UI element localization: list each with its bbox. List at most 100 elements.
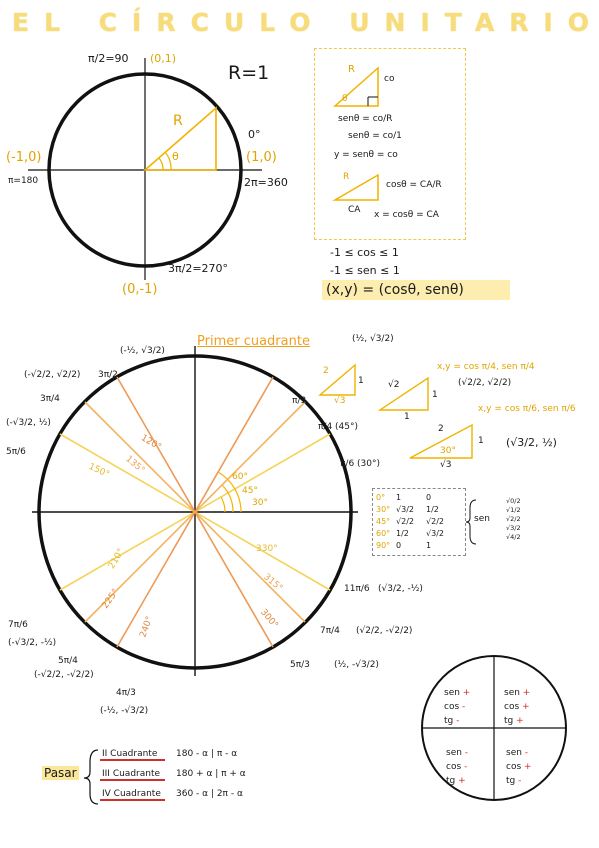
pasar-rows: II Cuadrante 180 - α | π - α III Cuadrante… xyxy=(102,744,246,804)
label-p-0m1: (0,-1) xyxy=(122,282,158,297)
arc-45 xyxy=(221,484,234,513)
tri1-2: 2 xyxy=(323,366,329,376)
sign-symbol: + xyxy=(522,688,531,698)
def-triangle-1 xyxy=(333,66,379,107)
table-cell: 60° xyxy=(376,529,391,538)
sign-func: cos xyxy=(446,762,465,772)
tri3-1: 1 xyxy=(478,436,484,446)
def-sen3: y = senθ = co xyxy=(334,150,398,160)
label-top-theta: θ xyxy=(172,150,179,163)
signs-q3: sen -cos -tg + xyxy=(446,746,468,788)
sign-func: tg xyxy=(446,776,459,786)
sen-value: √3/2 xyxy=(506,524,521,532)
pasar-formula: 180 - α | π - α xyxy=(176,749,238,759)
signs-q1: sen +cos +tg + xyxy=(504,686,530,728)
label-2pi3: 3π/2 xyxy=(98,370,118,380)
tri1-1: 1 xyxy=(358,376,364,386)
def-theta: θ xyxy=(342,94,348,104)
label-p-m10: (-1,0) xyxy=(6,150,42,165)
label-3pi-half: 3π/2=270° xyxy=(168,262,229,275)
top-triangle xyxy=(142,106,217,171)
label-pi3: π/3 xyxy=(292,396,307,406)
table-row: 45°√2/2√2/2 xyxy=(376,516,456,528)
pasar-row: II Cuadrante 180 - α | π - α xyxy=(102,744,246,764)
coord-11pi6: (√3/2, -½) xyxy=(378,584,423,594)
top-angle-arc xyxy=(158,157,164,171)
sign-func: sen xyxy=(504,688,523,698)
table-cell: √3/2 xyxy=(426,529,444,538)
sign-entry: tg + xyxy=(446,774,468,788)
definition-box xyxy=(314,48,466,240)
label-3pi4: 3π/4 xyxy=(40,394,60,404)
deg-30: 30° xyxy=(252,498,268,508)
def-CA: CA xyxy=(348,205,361,215)
pasar-quadrant: III Cuadrante xyxy=(102,769,161,779)
arc-60 xyxy=(217,471,242,513)
deg-45: 45° xyxy=(242,486,258,496)
coord-top-right: (½, √3/2) xyxy=(352,334,394,344)
label-5pi4: 5π/4 xyxy=(58,656,78,666)
sign-func: sen xyxy=(444,688,463,698)
coord-30: (√3/2, ½) xyxy=(506,436,557,449)
sen-value: √4/2 xyxy=(506,533,521,541)
table-cell: √3/2 xyxy=(396,505,414,514)
table-row: 60°1/2√3/2 xyxy=(376,528,456,540)
label-5pi3: 5π/3 xyxy=(290,660,310,670)
pasar-formula: 180 + α | π + α xyxy=(176,769,246,779)
table-cell: 1 xyxy=(426,541,432,550)
tri3-2: 2 xyxy=(438,424,444,434)
label-p01: (0,1) xyxy=(150,52,177,65)
table-cell: 1 xyxy=(396,493,402,502)
signs-q4: sen -cos +tg - xyxy=(506,746,532,788)
top-angle-arc-2 xyxy=(164,151,172,171)
label-p-10: (1,0) xyxy=(246,150,277,165)
triangle-60 xyxy=(318,363,356,396)
def-cos1: cosθ = CA/R xyxy=(386,180,442,190)
tri3-r3: √3 xyxy=(440,460,452,470)
sign-symbol: + xyxy=(458,776,466,786)
sign-entry: tg + xyxy=(504,714,530,728)
sign-func: cos xyxy=(504,702,523,712)
def-R-2: R xyxy=(343,172,350,182)
pasar-quadrant: II Cuadrante xyxy=(102,749,158,759)
sign-func: sen xyxy=(506,748,525,758)
sign-symbol: + xyxy=(522,702,530,712)
deg-330: 330° xyxy=(256,544,278,554)
table-cell: √2/2 xyxy=(396,517,414,526)
sign-symbol: - xyxy=(464,762,468,772)
coords-highlight xyxy=(322,280,510,300)
table-cell: 45° xyxy=(376,517,391,526)
label-top-R: R xyxy=(173,113,183,129)
page-title: EL CÍRCULO UNITARIO xyxy=(12,8,599,37)
sen-value: √2/2 xyxy=(506,515,521,523)
tri1-r3: √3 xyxy=(334,396,346,406)
sign-symbol: - xyxy=(524,748,529,758)
bound-cos: -1 ≤ cos ≤ 1 xyxy=(330,246,399,259)
sign-func: cos xyxy=(506,762,525,772)
label-pi6: π/6 (30°) xyxy=(340,459,381,469)
tri2-1b: 1 xyxy=(404,412,410,422)
sign-entry: sen - xyxy=(446,746,468,760)
coord-m-r3: (-√3/2, ½) xyxy=(6,418,51,428)
angle-table xyxy=(372,488,466,556)
xy30: x,y = cos π/6, sen π/6 xyxy=(478,404,576,414)
label-zero-deg: 0° xyxy=(248,128,261,141)
label-pi-half: π/2=90 xyxy=(88,52,129,65)
sign-symbol: + xyxy=(462,688,471,698)
sign-entry: tg - xyxy=(444,714,470,728)
pasar-row: III Cuadrante 180 + α | π + α xyxy=(102,764,246,784)
sign-entry: sen + xyxy=(504,686,530,700)
pasar-formula: 360 - α | 2π - α xyxy=(176,789,243,799)
primer-cuadrante: Primer cuadrante xyxy=(197,334,310,349)
sign-func: tg xyxy=(444,716,457,726)
label-7pi4: 7π/4 xyxy=(320,626,340,636)
label-pi-180: π=180 xyxy=(8,176,39,186)
sign-func: cos xyxy=(444,702,463,712)
sign-symbol: - xyxy=(518,776,522,786)
sign-entry: tg - xyxy=(506,774,532,788)
coord-45: (√2/2, √2/2) xyxy=(458,378,512,388)
